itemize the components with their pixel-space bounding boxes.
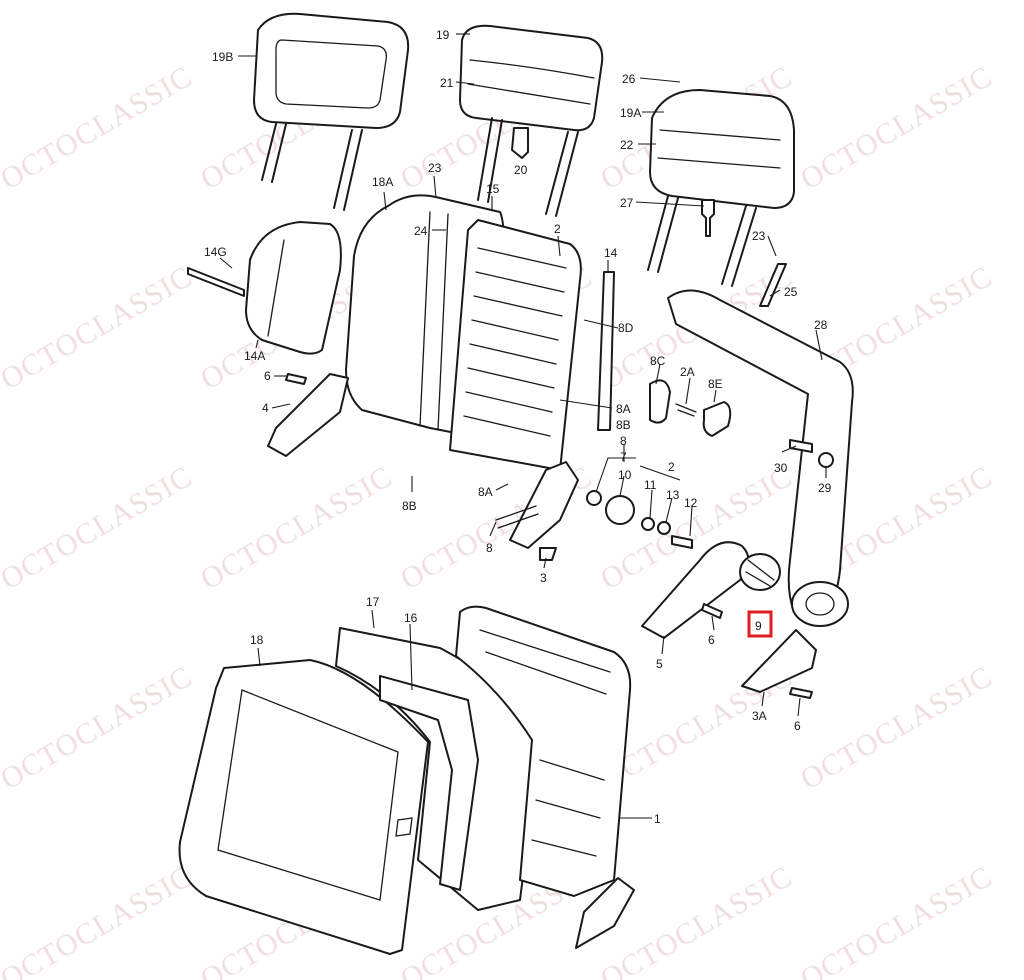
part-pin-6c — [285, 373, 307, 385]
part-seat-pad-16 — [379, 675, 479, 891]
callout-8a-left: 8A — [478, 485, 493, 499]
part-backrest-frame-2 — [449, 219, 582, 471]
part-recliner-8 — [495, 461, 579, 561]
part-washer-11 — [641, 517, 655, 531]
callout-9: 9 — [755, 619, 762, 633]
part-cover-8c — [649, 379, 671, 424]
callout-25: 25 — [784, 285, 798, 299]
callout-24: 24 — [414, 224, 428, 238]
callout-30: 30 — [774, 461, 788, 475]
highlight-box-9 — [747, 610, 773, 638]
part-washer-13 — [657, 521, 671, 535]
watermark-text: OCTOCLASSIC — [795, 60, 998, 196]
callout-8-right: 8 — [620, 434, 627, 448]
callout-21: 21 — [440, 76, 454, 90]
part-side-cushion-14a — [187, 221, 342, 355]
part-gear-10 — [605, 495, 635, 525]
part-pin-27 — [701, 199, 715, 237]
callout-6-right: 6 — [794, 719, 801, 733]
part-screw-30 — [789, 439, 813, 453]
part-knob-9 — [739, 553, 781, 591]
callout-2: 2 — [554, 222, 561, 236]
part-clip-2a — [675, 403, 697, 417]
callout-18a: 18A — [372, 175, 393, 189]
callout-7: 7 — [620, 450, 627, 464]
callout-5: 5 — [656, 657, 663, 671]
callout-1: 1 — [654, 812, 661, 826]
watermark-text: OCTOCLASSIC — [0, 860, 198, 980]
watermark-text: OCTOCLASSIC — [795, 860, 998, 980]
watermark-text: OCTOCLASSIC — [0, 460, 198, 596]
callout-labels: 19B 19 21 20 26 19A 22 27 23 24 18A 15 2… — [204, 28, 832, 826]
part-headrest-21 — [459, 24, 604, 217]
callout-3: 3 — [540, 571, 547, 585]
callout-14: 14 — [604, 246, 618, 260]
callout-12: 12 — [684, 496, 698, 510]
callout-8c: 8C — [650, 354, 666, 368]
part-cover-3a — [741, 629, 817, 693]
part-washer-7 — [586, 490, 602, 506]
callout-8b-right: 8B — [616, 418, 631, 432]
callout-27: 27 — [620, 196, 634, 210]
part-pin-6 — [701, 603, 723, 619]
callout-19: 19 — [436, 28, 450, 42]
callout-8d: 8D — [618, 321, 634, 335]
callout-8-left: 8 — [486, 541, 493, 555]
callout-8e: 8E — [708, 377, 723, 391]
callout-19b: 19B — [212, 50, 233, 64]
callout-2-lower: 2 — [668, 460, 675, 474]
callout-20: 20 — [514, 163, 528, 177]
part-clip-20 — [511, 127, 529, 159]
watermark-text: OCTOCLASSIC — [195, 460, 398, 596]
part-seat-frame-1 — [455, 605, 635, 949]
part-channel-14 — [597, 271, 615, 431]
callout-8b-left: 8B — [402, 499, 417, 513]
leader-lines — [219, 33, 827, 819]
callout-16: 16 — [404, 611, 418, 625]
callout-15: 15 — [486, 182, 500, 196]
callout-14g: 14G — [204, 245, 227, 259]
part-cap-29 — [818, 452, 834, 468]
callout-23: 23 — [428, 161, 442, 175]
watermark-text: OCTOCLASSIC — [0, 260, 198, 396]
callout-4: 4 — [262, 401, 269, 415]
callout-23-right: 23 — [752, 229, 766, 243]
watermark-text: OCTOCLASSIC — [795, 660, 998, 796]
part-headrest-22 — [647, 89, 795, 287]
part-bolt-12 — [671, 535, 693, 549]
callout-11: 11 — [644, 478, 657, 492]
callout-14a: 14A — [244, 349, 265, 363]
callout-8a-right: 8A — [616, 402, 631, 416]
watermark-text: OCTOCLASSIC — [0, 60, 198, 196]
callout-28: 28 — [814, 318, 828, 332]
callout-19a: 19A — [620, 106, 641, 120]
part-rear-panel-28 — [667, 289, 854, 627]
watermark-text: OCTOCLASSIC — [0, 660, 198, 796]
callout-6-mid: 6 — [708, 633, 715, 647]
part-guide-25 — [759, 263, 787, 307]
part-seat-cushion-18 — [178, 659, 429, 955]
callout-26: 26 — [622, 72, 636, 86]
part-pin-6b — [789, 687, 813, 699]
part-bracket-4 — [267, 373, 349, 457]
callout-10: 10 — [618, 468, 632, 482]
callout-3a: 3A — [752, 709, 767, 723]
callout-13: 13 — [666, 488, 680, 502]
callout-6: 6 — [264, 369, 271, 383]
part-headrest-19b — [253, 12, 410, 211]
callout-17: 17 — [366, 595, 380, 609]
callout-29: 29 — [818, 481, 832, 495]
callout-2a: 2A — [680, 365, 695, 379]
callout-18: 18 — [250, 633, 264, 647]
watermark-text: OCTOCLASSIC — [595, 860, 798, 980]
callout-22: 22 — [620, 138, 634, 152]
part-cover-8e — [702, 401, 732, 437]
